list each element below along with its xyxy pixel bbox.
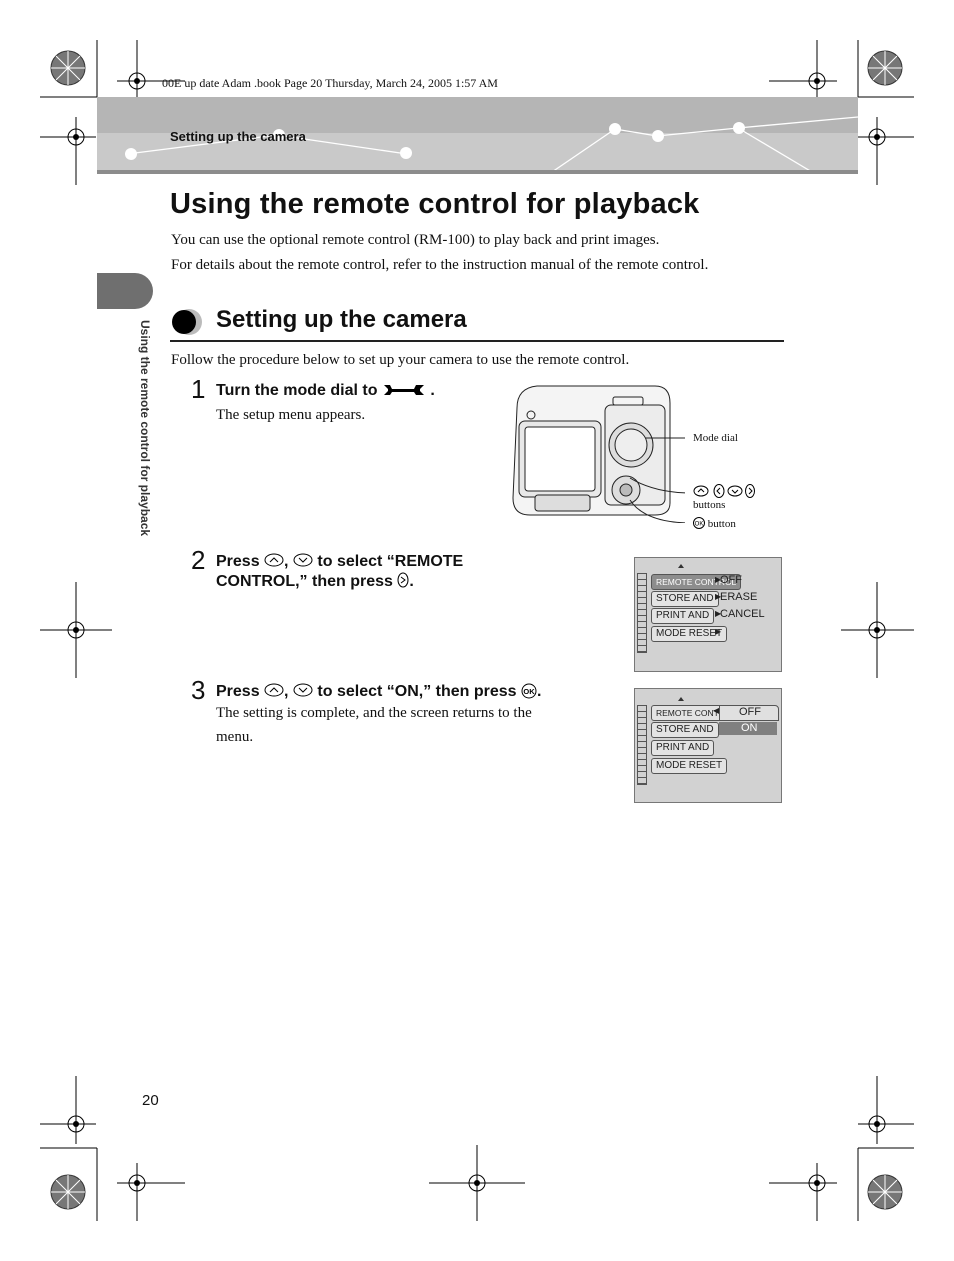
ok-button-label: button	[707, 518, 736, 530]
option-off: OFF	[739, 706, 761, 718]
option-on: ON	[741, 722, 758, 734]
print-info: 00E up date Adam .book Page 20 Thursday,…	[162, 76, 498, 90]
side-label: Using the remote control for playback	[138, 320, 152, 537]
option-cancel: CANCEL	[720, 608, 765, 620]
option-off: OFF	[720, 574, 742, 586]
step-2-number: 2	[191, 545, 206, 575]
option-on-box	[719, 722, 777, 735]
up-indicator-icon	[678, 697, 684, 701]
arrow-icon: ▶	[715, 592, 722, 601]
intro-line-2: For details about the remote control, re…	[171, 257, 709, 273]
step-3-title-b: to select “ON,” then press	[317, 683, 517, 700]
menu-screen-2: REMOTE CONTROL STORE AND PRINT AND MODE …	[634, 688, 782, 803]
up-arrow-button-icon	[264, 553, 284, 567]
up-arrow-button-icon	[264, 683, 284, 697]
down-arrow-button-icon	[293, 553, 313, 567]
arrow-icon: ◀	[713, 706, 720, 715]
menu-item-print-and: PRINT AND	[651, 608, 715, 624]
section-rule	[170, 340, 784, 342]
step-1-number: 1	[191, 374, 206, 404]
step-1-desc: The setup menu appears.	[216, 407, 366, 423]
header-section-title: Setting up the camera	[170, 129, 306, 144]
menu-item-mode-reset: MODE RESET	[651, 626, 728, 642]
page-number: 20	[142, 1092, 159, 1109]
menu-item-store-and: STORE AND	[651, 591, 719, 607]
ok-icon: OK	[693, 517, 705, 529]
svg-text:OK: OK	[695, 522, 704, 528]
page-title: Using the remote control for playback	[170, 188, 700, 220]
arrow-icon: ▶	[715, 627, 722, 636]
section-bullet-icon	[172, 309, 202, 335]
menu-item-remote-control: REMOTE CONTROL	[651, 574, 742, 590]
step-3-number: 3	[191, 675, 206, 705]
step-3-desc-1: The setting is complete, and the screen …	[216, 705, 532, 721]
arrow-icon: ▶	[715, 609, 722, 618]
wrench-icon	[383, 385, 424, 395]
section-lead: Follow the procedure below to set up you…	[171, 352, 630, 368]
arrow-icon: ▶	[715, 575, 722, 584]
side-tab	[97, 273, 153, 309]
step-2-title: Press , to select “REMOTE CONTROL,” then…	[216, 553, 464, 590]
menu-item-mode-reset: MODE RESET	[651, 758, 728, 774]
step-1-title-text: Turn the mode dial to	[216, 382, 378, 399]
arrow-buttons-icon	[693, 484, 755, 498]
tab-strip	[637, 573, 647, 653]
option-off-box	[719, 705, 779, 721]
header-band-top	[97, 97, 858, 133]
header-decoration	[125, 116, 858, 172]
ok-button-label-row: OK button	[693, 517, 736, 530]
menu-screen-1: REMOTE CONTROL STORE AND PRINT AND MODE …	[634, 557, 782, 672]
mode-dial-label: Mode dial	[693, 432, 738, 444]
option-erase: ERASE	[720, 591, 758, 603]
tab-strip	[637, 705, 647, 785]
side-label-container: Using the remote control for playback	[134, 320, 154, 610]
header-rule	[97, 170, 858, 174]
ok-button-icon: OK	[521, 683, 537, 699]
arrow-buttons-icons	[693, 484, 755, 501]
intro-line-1: You can use the optional remote control …	[171, 232, 660, 248]
step-2-title-b: to select “REMOTE	[317, 553, 464, 570]
step-2-title-c: CONTROL,” then press	[216, 573, 393, 590]
step-3-title-a: Press	[216, 683, 260, 700]
step-2-title-a: Press	[216, 553, 260, 570]
up-indicator-icon	[678, 564, 684, 568]
menu-item-store-and: STORE AND	[651, 722, 719, 738]
right-arrow-button-icon	[397, 572, 409, 588]
menu-item-print-and: PRINT AND	[651, 740, 715, 756]
buttons-label: buttons	[693, 499, 726, 511]
section-heading: Setting up the camera	[216, 306, 467, 333]
menu-item-remote-control: REMOTE CONTROL	[651, 705, 742, 721]
step-1-title: Turn the mode dial to .	[216, 382, 435, 399]
camera-illustration	[512, 385, 685, 523]
step-3-title: Press , to select “ON,” then press OK.	[216, 683, 542, 700]
svg-text:OK: OK	[523, 687, 535, 696]
down-arrow-button-icon	[293, 683, 313, 697]
step-3-desc-2: menu.	[216, 729, 254, 745]
